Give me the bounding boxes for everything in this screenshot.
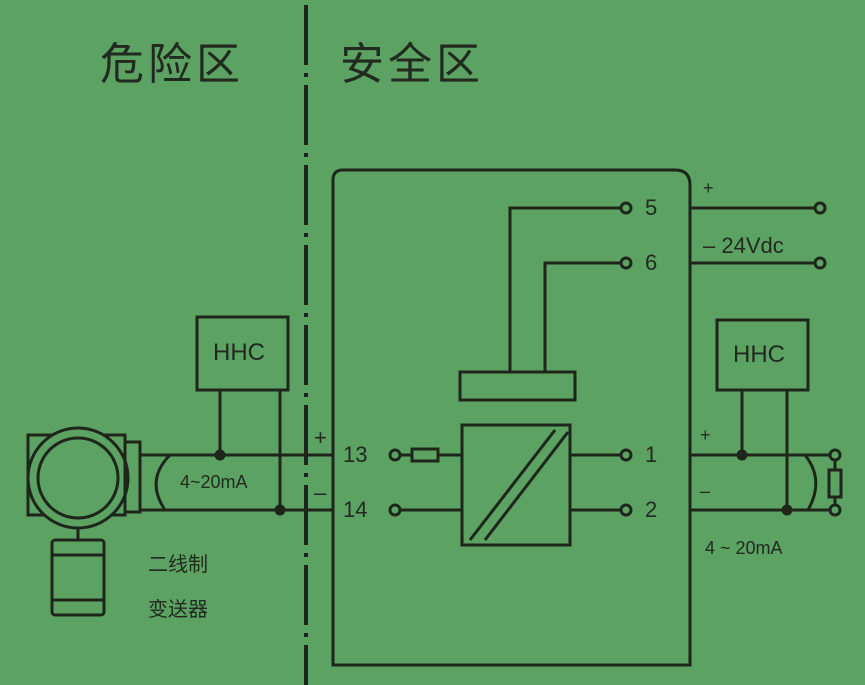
terminal-13-label: 13 [343, 442, 368, 467]
right-plus: + [700, 425, 711, 445]
terminal-13 [388, 448, 402, 462]
isolator-module-outline [331, 168, 692, 667]
isolator-block [460, 423, 572, 547]
terminal-14 [388, 503, 402, 517]
safe-zone-title: 安全区 [340, 39, 484, 90]
hazardous-zone-title: 危险区 [100, 39, 244, 90]
left-plus: + [314, 425, 327, 450]
supply-plus: + [703, 178, 714, 198]
right-hhc-box [715, 318, 810, 392]
terminal-1-label: 1 [645, 442, 658, 467]
terminal-2 [619, 503, 633, 517]
right-minus: – [700, 481, 711, 501]
power-bar [458, 370, 577, 402]
terminal-5-label: 5 [645, 195, 658, 220]
left-hhc-label: HHC [213, 339, 265, 366]
right-current-label: 4 ~ 20mA [705, 538, 783, 558]
right-hhc-label: HHC [733, 341, 785, 368]
terminal-6 [619, 256, 633, 270]
left-hhc-box [195, 315, 290, 392]
transmitter-icon [26, 426, 142, 617]
supply-minus-label: – 24Vdc [703, 233, 784, 258]
terminal-14-label: 14 [343, 497, 368, 522]
device-label-line1: 二线制 [148, 552, 208, 576]
terminal-6-label: 6 [645, 250, 658, 275]
device-label-line2: 变送器 [148, 597, 208, 621]
terminal-1 [619, 448, 633, 462]
terminal-2-label: 2 [645, 497, 658, 522]
left-minus: – [314, 480, 327, 505]
resistor-icon [410, 447, 440, 463]
load-resistor-icon [827, 468, 843, 499]
left-current-label: 4~20mA [180, 472, 248, 492]
terminal-5 [619, 201, 633, 215]
